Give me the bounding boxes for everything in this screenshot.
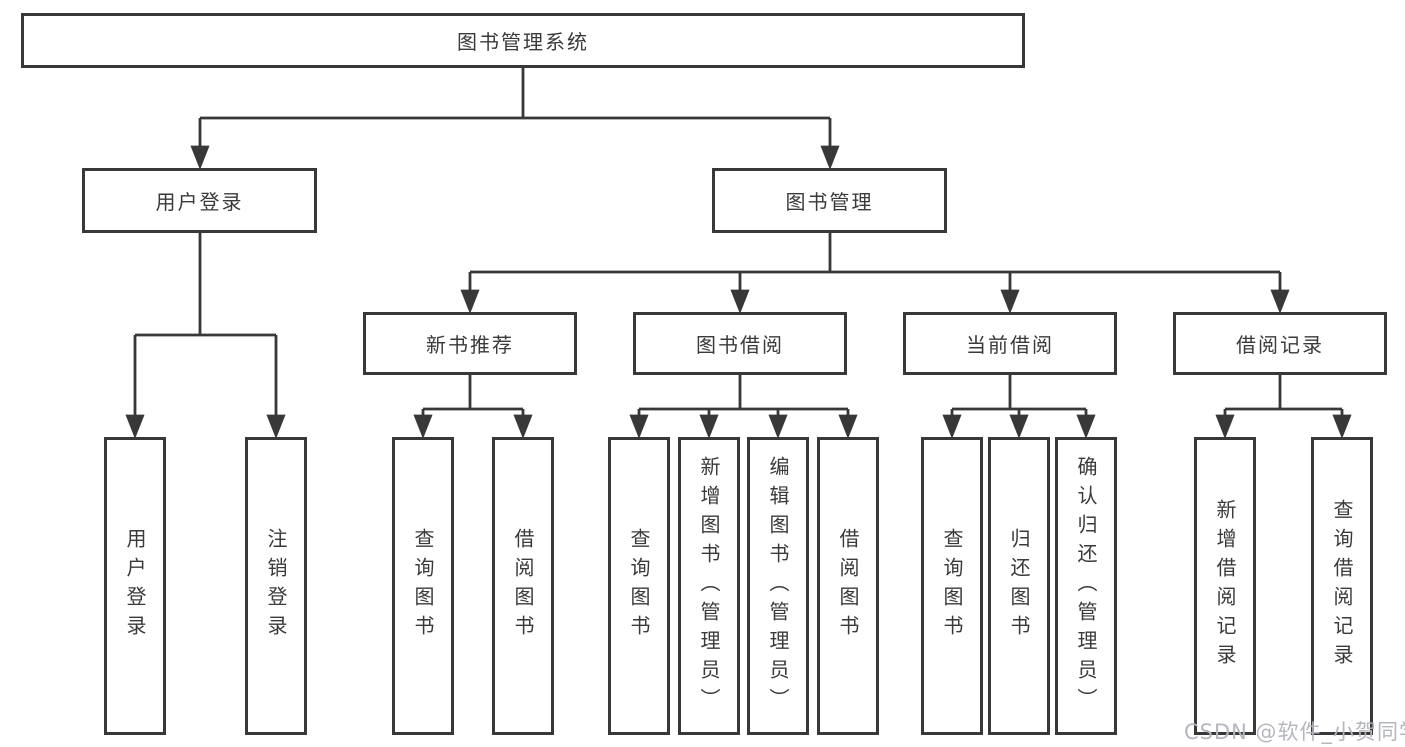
leaf-edit-book-admin: 编辑图书（管理员） xyxy=(747,437,809,735)
node-label: 图书管理系统 xyxy=(457,30,589,54)
node-new-book-recommendation: 新书推荐 xyxy=(363,312,577,375)
leaf-label: 查询图书 xyxy=(627,528,651,644)
arrow-down-icon xyxy=(413,409,433,439)
node-label: 图书借阅 xyxy=(696,333,784,357)
arrow-down-icon xyxy=(768,409,788,439)
leaf-label: 用户登录 xyxy=(123,528,147,644)
arrow-down-icon xyxy=(460,272,480,314)
arrow-down-icon xyxy=(629,409,649,439)
arrow-down-icon xyxy=(513,409,533,439)
node-user-login: 用户登录 xyxy=(82,168,317,233)
arrow-down-icon xyxy=(1000,272,1020,314)
node-book-borrowing: 图书借阅 xyxy=(633,312,847,375)
node-label: 新书推荐 xyxy=(426,333,514,357)
arrow-down-icon xyxy=(266,335,286,439)
arrow-down-icon xyxy=(125,335,145,439)
leaf-label: 确认归还（管理员） xyxy=(1074,455,1098,717)
leaf-label: 借阅图书 xyxy=(511,528,535,644)
arrow-down-icon xyxy=(942,409,962,439)
leaf-query-books-borrow: 查询图书 xyxy=(608,437,670,735)
node-library-management-system: 图书管理系统 xyxy=(21,13,1025,68)
arrow-down-icon xyxy=(699,409,719,439)
arrow-down-icon xyxy=(1076,409,1096,439)
leaf-borrow-books-2: 借阅图书 xyxy=(817,437,879,735)
leaf-add-borrow-record: 新增借阅记录 xyxy=(1194,437,1256,735)
leaf-label: 借阅图书 xyxy=(836,528,860,644)
leaf-query-borrow-record: 查询借阅记录 xyxy=(1311,437,1373,735)
node-label: 借阅记录 xyxy=(1236,333,1324,357)
leaf-user-login: 用户登录 xyxy=(104,437,166,735)
arrow-down-icon xyxy=(1270,272,1290,314)
leaf-label: 编辑图书（管理员） xyxy=(766,455,790,717)
arrow-down-icon xyxy=(190,118,210,170)
leaf-label: 查询借阅记录 xyxy=(1330,499,1354,673)
leaf-label: 查询图书 xyxy=(411,528,435,644)
leaf-return-books: 归还图书 xyxy=(988,437,1050,735)
leaf-borrow-books: 借阅图书 xyxy=(492,437,554,735)
node-borrowing-records: 借阅记录 xyxy=(1173,312,1387,375)
leaf-confirm-return-admin: 确认归还（管理员） xyxy=(1055,437,1117,735)
leaf-label: 新增借阅记录 xyxy=(1213,499,1237,673)
node-book-management: 图书管理 xyxy=(712,168,947,233)
arrow-down-icon xyxy=(730,272,750,314)
node-current-borrowing: 当前借阅 xyxy=(903,312,1117,375)
leaf-label: 归还图书 xyxy=(1007,528,1031,644)
node-label: 用户登录 xyxy=(155,190,244,214)
leaf-logout: 注销登录 xyxy=(245,437,307,735)
csdn-watermark: CSDN @软件_小贺同学 xyxy=(1184,720,1405,744)
leaf-label: 新增图书（管理员） xyxy=(697,455,721,717)
leaf-label: 注销登录 xyxy=(264,528,288,644)
node-label: 图书管理 xyxy=(785,190,874,214)
leaf-label: 查询图书 xyxy=(940,528,964,644)
arrow-down-icon xyxy=(838,409,858,439)
arrow-down-icon xyxy=(1332,409,1352,439)
node-label: 当前借阅 xyxy=(966,333,1054,357)
leaf-add-book-admin: 新增图书（管理员） xyxy=(678,437,740,735)
arrow-down-icon xyxy=(1215,409,1235,439)
leaf-query-books: 查询图书 xyxy=(392,437,454,735)
arrow-down-icon xyxy=(820,118,840,170)
leaf-query-books-current: 查询图书 xyxy=(921,437,983,735)
arrow-down-icon xyxy=(1009,409,1029,439)
